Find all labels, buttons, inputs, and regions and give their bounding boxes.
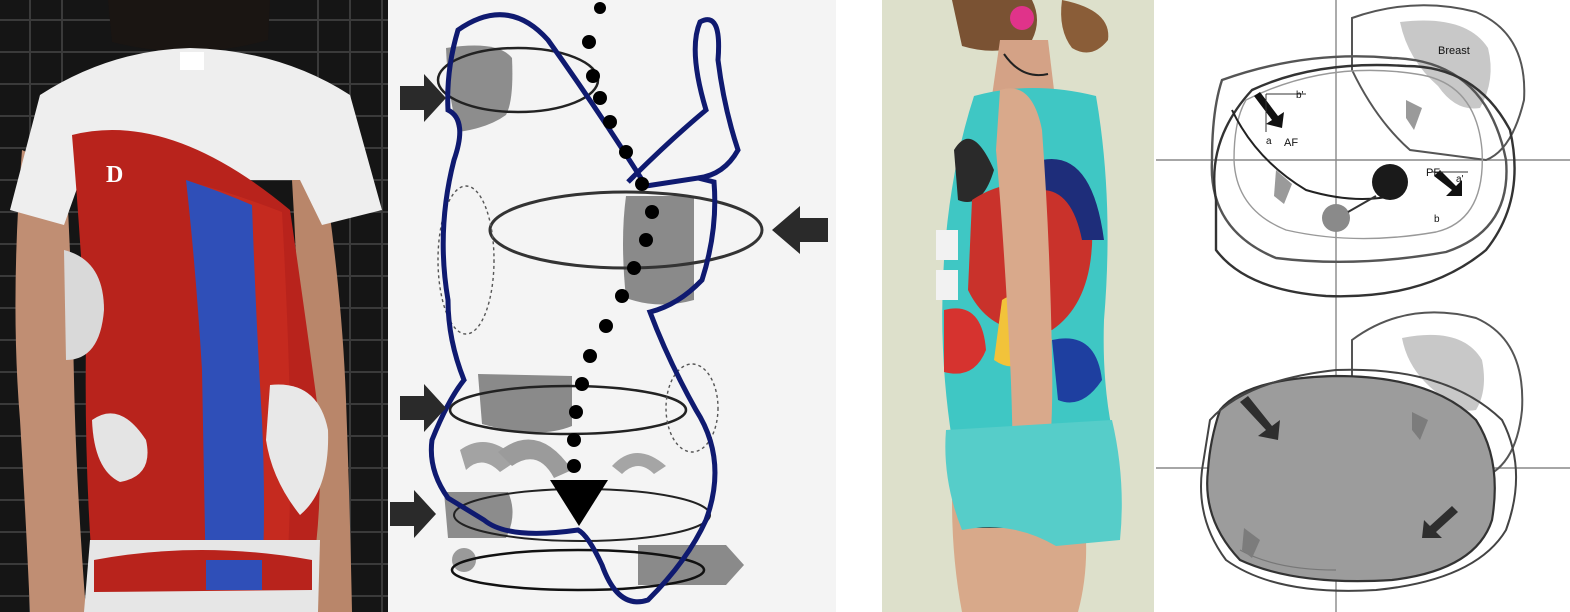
pf-label: PF — [1426, 167, 1440, 179]
upper-inner-line — [1232, 110, 1396, 199]
af-label: AF — [1284, 137, 1298, 149]
brace-back-illustration: D — [0, 0, 388, 612]
brace-side-illustration — [882, 0, 1154, 612]
brace-schematic — [388, 0, 836, 612]
cross-section-svg: Breast AF PF a a' b b' — [1156, 0, 1570, 612]
arc-right — [612, 453, 666, 474]
brace-lower-stripe — [206, 560, 262, 590]
brace-schematic-diagram — [388, 0, 836, 612]
b-prime-label: b' — [1296, 90, 1304, 101]
a-label: a — [1266, 136, 1272, 147]
pad-lower-left — [478, 374, 572, 433]
brace-letter: D — [106, 162, 123, 188]
brace-back-photo: D — [0, 0, 388, 612]
af-arrow — [1254, 92, 1284, 128]
force-arrow-pelvis — [390, 490, 436, 538]
breast-label: Breast — [1438, 45, 1470, 57]
upper-chevron-right — [1406, 100, 1422, 130]
cross-section-diagrams: Breast AF PF a a' b b' — [1156, 0, 1570, 612]
brace-strap-2 — [936, 270, 958, 300]
brace-side-photo — [882, 0, 1154, 612]
spine-dots — [567, 2, 659, 473]
shorts — [945, 420, 1121, 546]
sacrum-triangle — [550, 480, 608, 526]
a-prime-label: a' — [1456, 174, 1464, 185]
force-arrow-thorax — [772, 206, 828, 254]
brace-lower-edge — [94, 550, 312, 592]
rib-hump — [1322, 204, 1350, 232]
vertebra-body — [1372, 164, 1408, 200]
shirt-label — [180, 52, 204, 70]
brace-outline-shoulder — [628, 20, 738, 182]
hair — [108, 0, 270, 52]
brace-strap — [936, 230, 958, 260]
neck — [992, 40, 1054, 96]
b-label: b — [1434, 214, 1440, 225]
earring — [1010, 6, 1034, 30]
arc-middle — [498, 440, 572, 478]
